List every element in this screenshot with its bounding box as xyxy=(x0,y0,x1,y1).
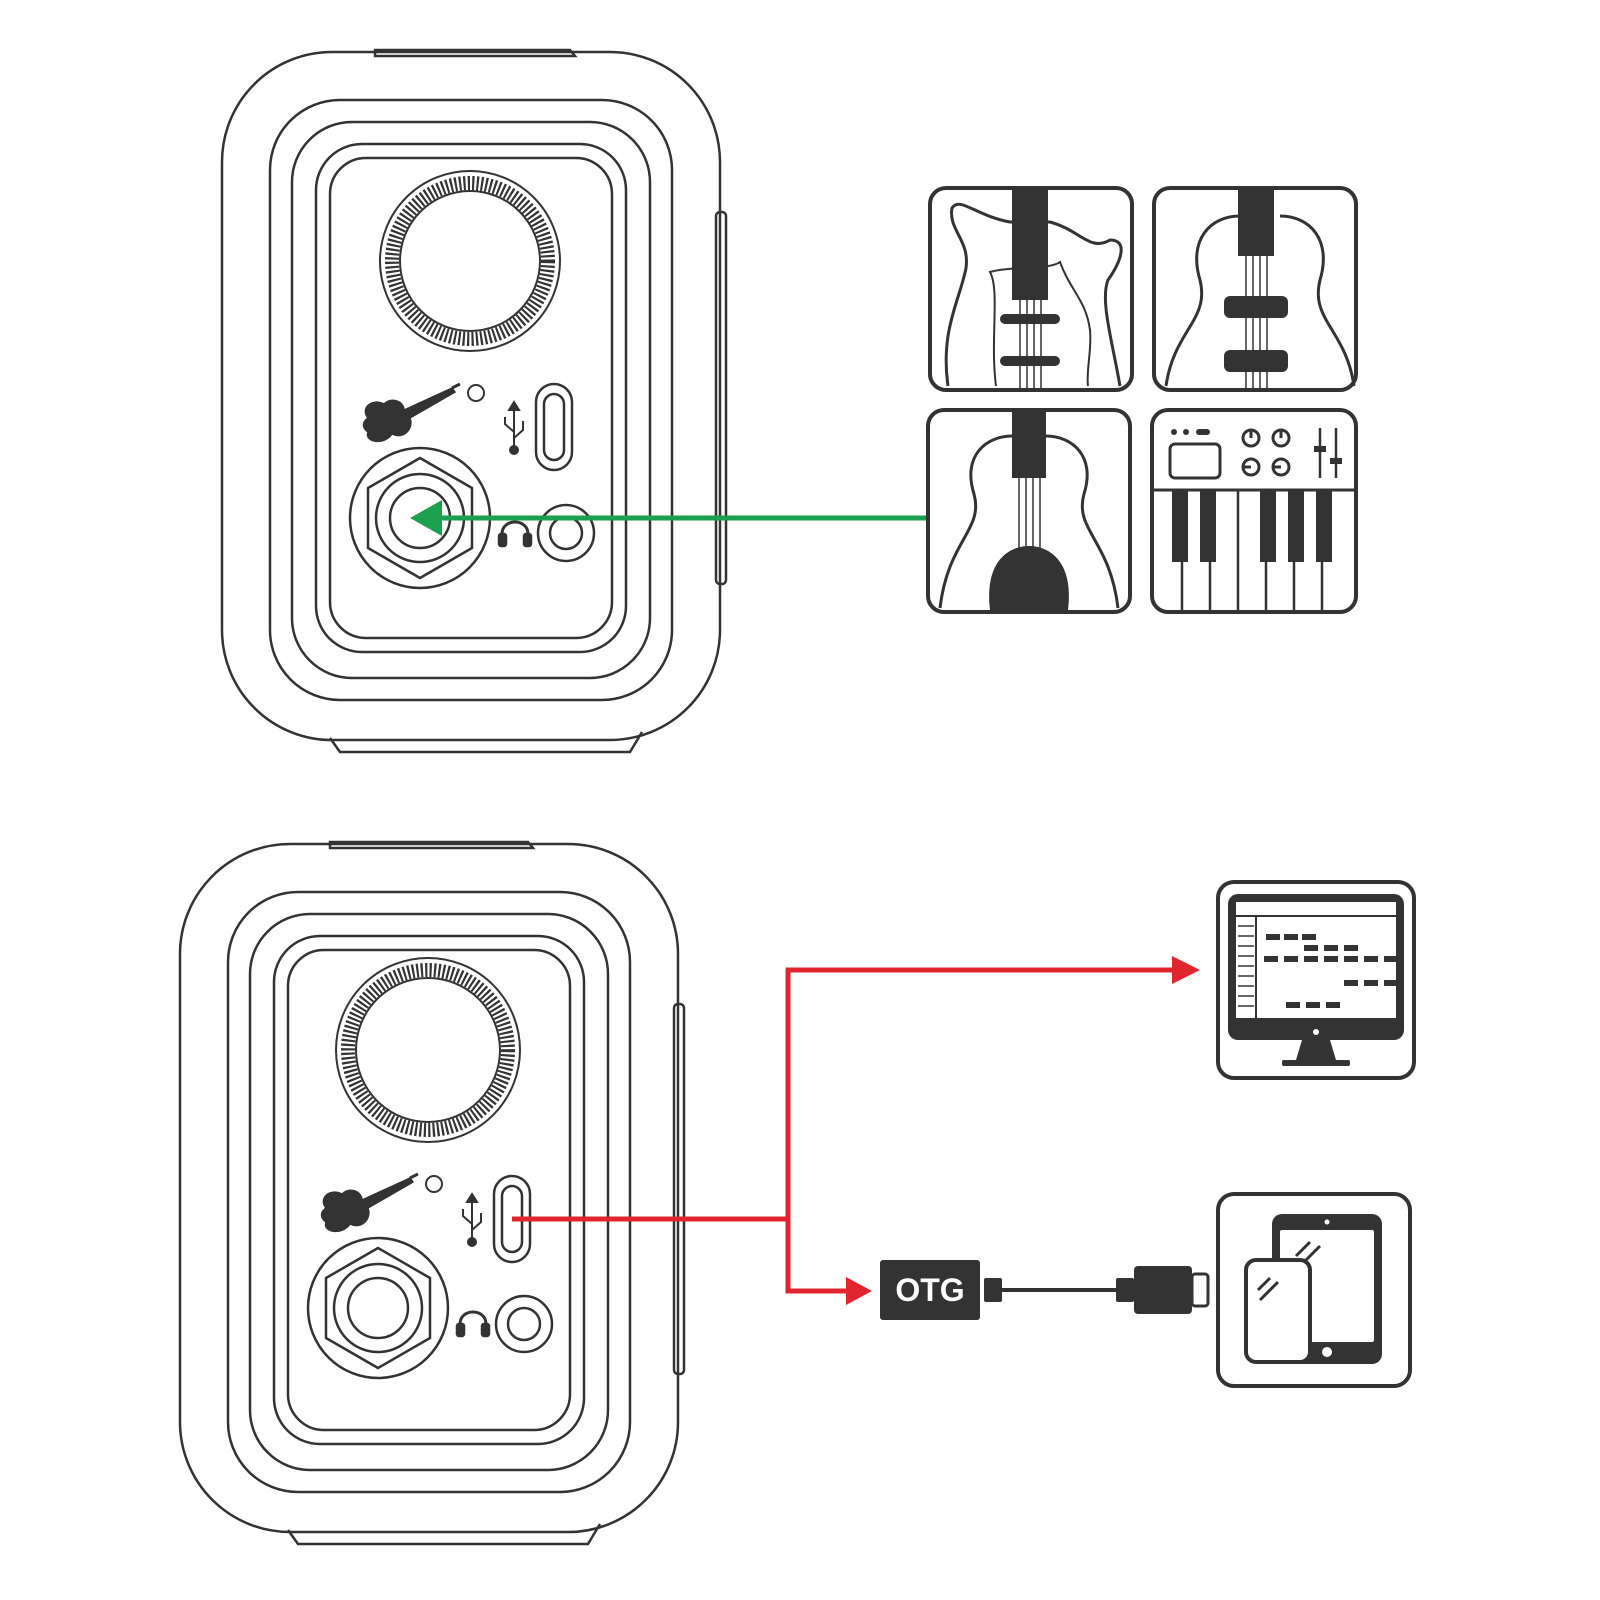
input-connection-arrow xyxy=(410,500,926,536)
side-strip xyxy=(672,1002,686,1376)
daw-clips xyxy=(1264,934,1396,1008)
device-panel xyxy=(328,156,614,640)
otg-label-box xyxy=(880,1260,980,1320)
device-face xyxy=(314,142,628,654)
midi-keyboard-icon xyxy=(1150,408,1358,614)
acoustic-guitar-icon xyxy=(926,408,1132,614)
guitar-input-icon xyxy=(362,382,485,443)
input-arrowhead xyxy=(410,500,442,536)
gain-knob-icon xyxy=(335,957,521,1143)
bottom-audio-interface xyxy=(178,840,686,1546)
usb-c-plug xyxy=(1134,1266,1192,1314)
electric-guitar-icon xyxy=(928,186,1134,392)
gain-knob-icon xyxy=(379,170,561,352)
computer-monitor-daw-icon xyxy=(1216,880,1416,1080)
otg-arrowhead xyxy=(846,1277,872,1305)
device-bezel xyxy=(268,98,674,702)
device-bezel-inner xyxy=(290,120,652,680)
electro-acoustic-guitar-icon xyxy=(1152,186,1358,392)
device-body-outer xyxy=(220,50,722,742)
headphone-jack xyxy=(536,503,596,563)
computer-connection-line xyxy=(512,967,1176,1222)
device-body-outer xyxy=(178,842,680,1534)
side-strip xyxy=(714,210,728,586)
device-panel xyxy=(286,948,572,1432)
usb-icon xyxy=(504,400,524,455)
guitar-input-icon xyxy=(320,1172,443,1233)
instrument-jack xyxy=(306,1236,450,1380)
device-bezel-inner xyxy=(248,912,610,1472)
headphone-jack xyxy=(494,1294,554,1354)
otg-connection-line xyxy=(785,1219,850,1294)
otg-adapter: OTG xyxy=(880,1260,1210,1320)
headphone-icon xyxy=(455,1310,491,1338)
otg-plug xyxy=(984,1278,1002,1302)
device-bezel xyxy=(226,890,632,1494)
phone-tablet-icon xyxy=(1216,1192,1412,1388)
usb-icon xyxy=(462,1192,482,1247)
computer-arrowhead xyxy=(1172,956,1200,984)
usb-c-port xyxy=(534,382,574,472)
otg-label: OTG xyxy=(895,1272,964,1308)
input-sources xyxy=(926,186,1358,614)
headphone-icon xyxy=(497,520,533,548)
device-face xyxy=(272,934,586,1446)
output-connection-lines xyxy=(512,967,1176,1294)
top-audio-interface xyxy=(220,48,728,754)
